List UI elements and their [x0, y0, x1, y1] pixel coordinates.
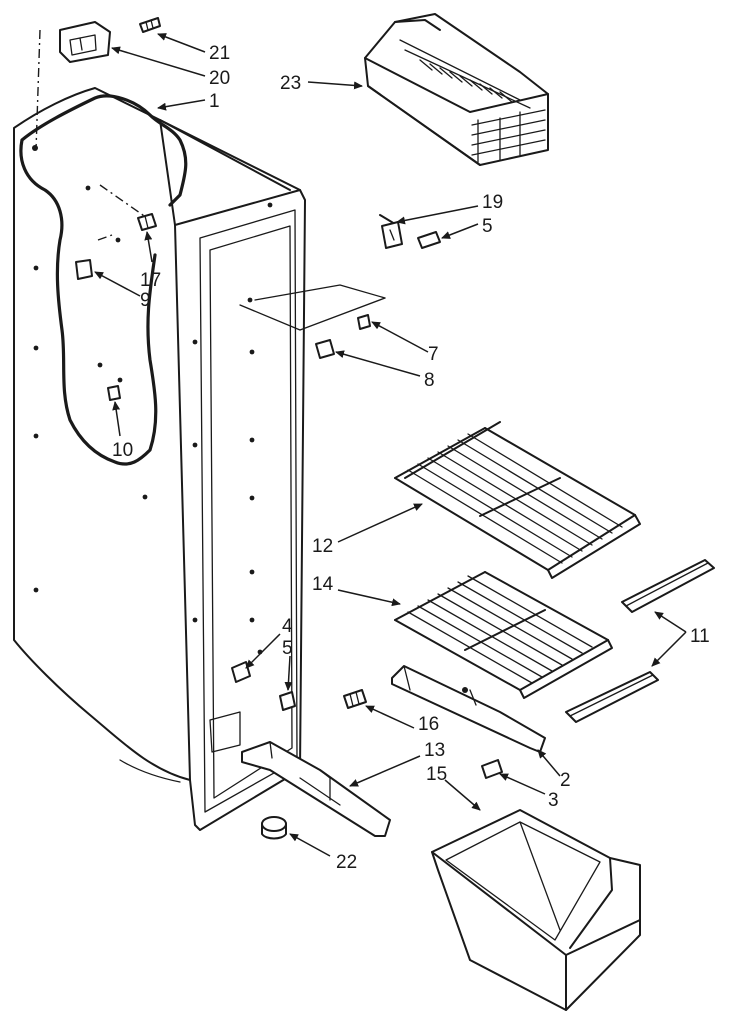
leader-lines — [94, 33, 687, 857]
shelf-support-rail — [391, 665, 546, 753]
shelf-clip-upper — [75, 259, 93, 280]
light-switch — [379, 214, 403, 249]
wire-shelf-12 — [394, 421, 641, 579]
wire-shelf-14 — [394, 571, 613, 699]
bin-bracket-13 — [241, 741, 391, 837]
callout-19: 19 — [482, 192, 503, 213]
bracket-screw — [343, 689, 367, 709]
control-bracket-line — [239, 284, 386, 331]
callout-7: 7 — [428, 344, 439, 365]
callout-labels: 21 20 1 23 19 5 17 9 10 7 8 12 14 11 4 5… — [112, 43, 710, 873]
callout-21: 21 — [209, 43, 230, 64]
callout-16: 16 — [418, 714, 439, 735]
shelf-rail-upper — [621, 559, 715, 613]
shelf-rail-lower — [565, 671, 659, 723]
plug-button — [261, 816, 287, 840]
callout-13: 13 — [424, 740, 445, 761]
hinge-bracket — [59, 21, 111, 63]
callout-17: 17 — [140, 270, 161, 291]
callout-12: 12 — [312, 536, 333, 557]
control-clip — [137, 213, 157, 231]
callout-23: 23 — [280, 73, 301, 94]
callout-11: 11 — [690, 626, 710, 647]
shelf-stud — [107, 385, 121, 401]
switch-screw — [417, 231, 441, 249]
callout-5-upper: 5 — [482, 216, 493, 237]
callout-15: 15 — [426, 764, 447, 785]
callout-5-lower: 5 — [282, 638, 293, 659]
callout-4: 4 — [282, 616, 293, 637]
storage-bin-15 — [431, 809, 641, 1011]
lower-screws — [231, 661, 296, 711]
hinge-screw — [139, 17, 161, 33]
callout-14: 14 — [312, 574, 334, 595]
ice-bin-23 — [364, 13, 549, 166]
callout-1: 1 — [209, 91, 220, 112]
callout-8: 8 — [424, 370, 435, 391]
rail-screw — [481, 759, 503, 779]
damper-bracket — [315, 314, 371, 359]
callout-20: 20 — [209, 68, 230, 89]
callout-10: 10 — [112, 440, 133, 461]
callout-9: 9 — [140, 290, 151, 311]
callout-22: 22 — [336, 852, 357, 873]
freezer-liner — [13, 29, 306, 831]
callout-2: 2 — [560, 770, 571, 791]
callout-3: 3 — [548, 790, 559, 811]
